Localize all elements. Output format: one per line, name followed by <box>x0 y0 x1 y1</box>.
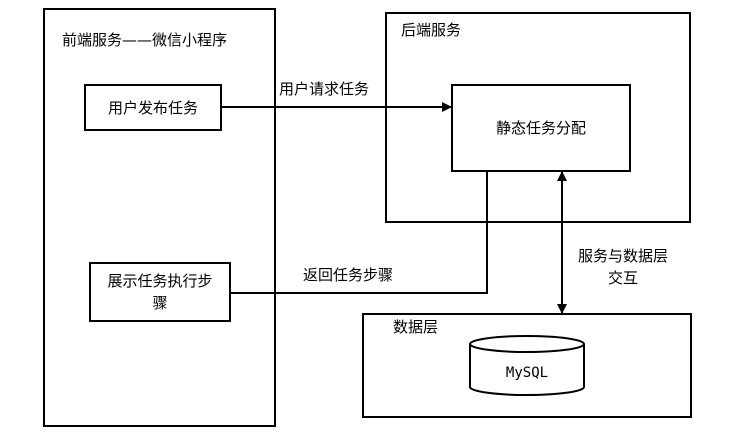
show-steps-label: 展示任务执行步 骤 <box>89 262 231 322</box>
return-label: 返回任务步骤 <box>303 266 394 284</box>
mysql-cylinder <box>469 335 585 396</box>
mysql-label: MySQL <box>505 365 549 381</box>
static-assign-label: 静态任务分配 <box>495 119 586 137</box>
request-label: 用户请求任务 <box>279 80 370 98</box>
show-steps-line1: 展示任务执行步 <box>107 272 213 290</box>
static-assign-box <box>451 84 631 172</box>
interact-line2: 交互 <box>607 269 638 287</box>
show-steps-line2: 骤 <box>152 294 168 312</box>
publish-task-label: 用户发布任务 <box>107 98 198 117</box>
publish-task-box <box>84 84 222 131</box>
show-steps-box <box>89 262 231 322</box>
interact-label: 服务与数据层 交互 <box>568 244 678 290</box>
data-layer-title: 数据层 <box>393 318 439 336</box>
return-line <box>231 172 488 294</box>
backend-title: 后端服务 <box>401 21 462 39</box>
interact-line1: 服务与数据层 <box>577 247 668 265</box>
frontend-title: 前端服务——微信小程序 <box>62 31 228 49</box>
frontend-container <box>43 8 276 427</box>
